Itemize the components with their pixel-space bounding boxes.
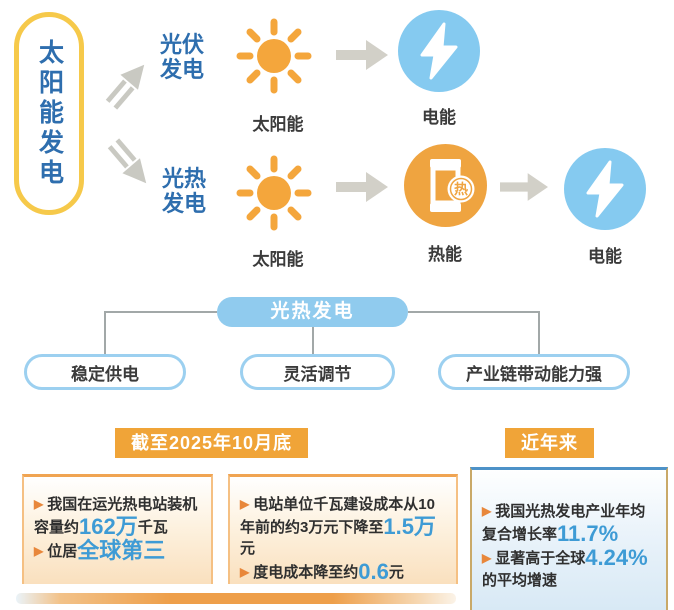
stat-item: ▶我国在运光热电站装机容量约162万千瓦 xyxy=(34,494,203,538)
stat-text: 显著高于全球 xyxy=(495,550,586,567)
stat-text: 元 xyxy=(388,564,404,581)
stat-item: ▶电站单位千瓦建设成本从10年前的约3万元下降至1.5万元 xyxy=(240,494,448,559)
stat-text: 度电成本降至约 xyxy=(253,564,359,581)
connector-line xyxy=(312,327,314,355)
stat-item: ▶度电成本降至约0.6元 xyxy=(240,561,448,584)
right-arrow-icon xyxy=(336,40,388,70)
stat-text: 千瓦 xyxy=(137,519,168,536)
electric-energy-node xyxy=(564,148,646,230)
tree-child-stable-supply: 稳定供电 xyxy=(24,354,186,390)
stat-box-cost: ▶电站单位千瓦建设成本从10年前的约3万元下降至1.5万元 ▶度电成本降至约0.… xyxy=(228,474,458,584)
lightning-bolt-icon xyxy=(420,22,458,80)
triangle-bullet-icon: ▶ xyxy=(240,565,250,579)
connector-line xyxy=(408,311,540,313)
stat-text: 我国在运光热电站装机容量约 xyxy=(34,496,198,536)
root-node-label: 太阳能发电 xyxy=(35,38,64,189)
stats-header-date: 截至2025年10月底 xyxy=(115,428,309,458)
diagonal-arrow-down-icon xyxy=(107,138,147,184)
triangle-bullet-icon: ▶ xyxy=(34,497,44,511)
right-arrow-icon xyxy=(336,172,388,202)
electric-node-label: 电能 xyxy=(422,108,456,127)
stat-text: 位居 xyxy=(47,543,78,560)
stat-text: 我国光热发电产业年均复合增长率 xyxy=(482,503,646,543)
heat-tank-icon: 热 xyxy=(430,159,475,212)
triangle-bullet-icon: ▶ xyxy=(34,544,44,558)
branch-label-solar-thermal: 光热 发电 xyxy=(162,166,207,216)
stat-item: ▶位居全球第三 xyxy=(34,540,203,563)
stat-box-growth: ▶我国光热发电产业年均复合增长率11.7% ▶显著高于全球4.24%的平均增速 xyxy=(470,467,668,610)
sun-icon xyxy=(236,18,312,94)
triangle-bullet-icon: ▶ xyxy=(482,551,492,565)
stats-header-recent-years: 近年来 xyxy=(505,428,594,458)
connector-line xyxy=(104,311,106,355)
lightning-bolt-icon xyxy=(586,160,624,218)
stat-highlight: 1.5万 xyxy=(383,514,436,539)
decorative-gradient-bar xyxy=(16,593,456,604)
sun-node-label: 太阳能 xyxy=(252,115,304,134)
stat-item: ▶我国光热发电产业年均复合增长率11.7% xyxy=(482,501,658,545)
root-node-solar-power: 太阳能发电 xyxy=(14,12,84,215)
stat-highlight: 162万 xyxy=(79,514,138,539)
tree-root-pill: 光热发电 xyxy=(217,297,408,327)
stat-highlight: 11.7% xyxy=(557,521,619,546)
stat-highlight: 0.6 xyxy=(358,559,389,584)
heat-glyph: 热 xyxy=(454,181,468,197)
connector-line xyxy=(104,311,217,313)
diagonal-arrow-up-icon xyxy=(105,64,145,110)
stat-highlight: 4.24% xyxy=(585,545,648,570)
heat-energy-node: 热 xyxy=(404,144,487,227)
stat-highlight: 全球第三 xyxy=(77,538,166,563)
stat-text: 元 xyxy=(240,540,256,557)
stat-text: 电站单位千瓦建设成本从10年前的约3万元下降至 xyxy=(240,496,435,536)
triangle-bullet-icon: ▶ xyxy=(240,497,250,511)
tree-child-flexible-regulation: 灵活调节 xyxy=(240,354,395,390)
stat-box-capacity: ▶我国在运光热电站装机容量约162万千瓦 ▶位居全球第三 xyxy=(22,474,213,584)
sun-icon xyxy=(236,155,312,231)
triangle-bullet-icon: ▶ xyxy=(482,504,492,518)
heat-node-label: 热能 xyxy=(428,245,462,264)
electric-node-label: 电能 xyxy=(588,247,622,266)
connector-line xyxy=(538,311,540,355)
sun-node-label: 太阳能 xyxy=(252,250,304,269)
stat-text: 的平均增速 xyxy=(482,572,558,589)
tree-child-industry-chain: 产业链带动能力强 xyxy=(438,354,630,390)
electric-energy-node xyxy=(398,10,480,92)
right-arrow-icon xyxy=(500,173,548,201)
stat-item: ▶显著高于全球4.24% 的平均增速 xyxy=(482,547,658,591)
branch-label-photovoltaic: 光伏 发电 xyxy=(160,32,205,82)
